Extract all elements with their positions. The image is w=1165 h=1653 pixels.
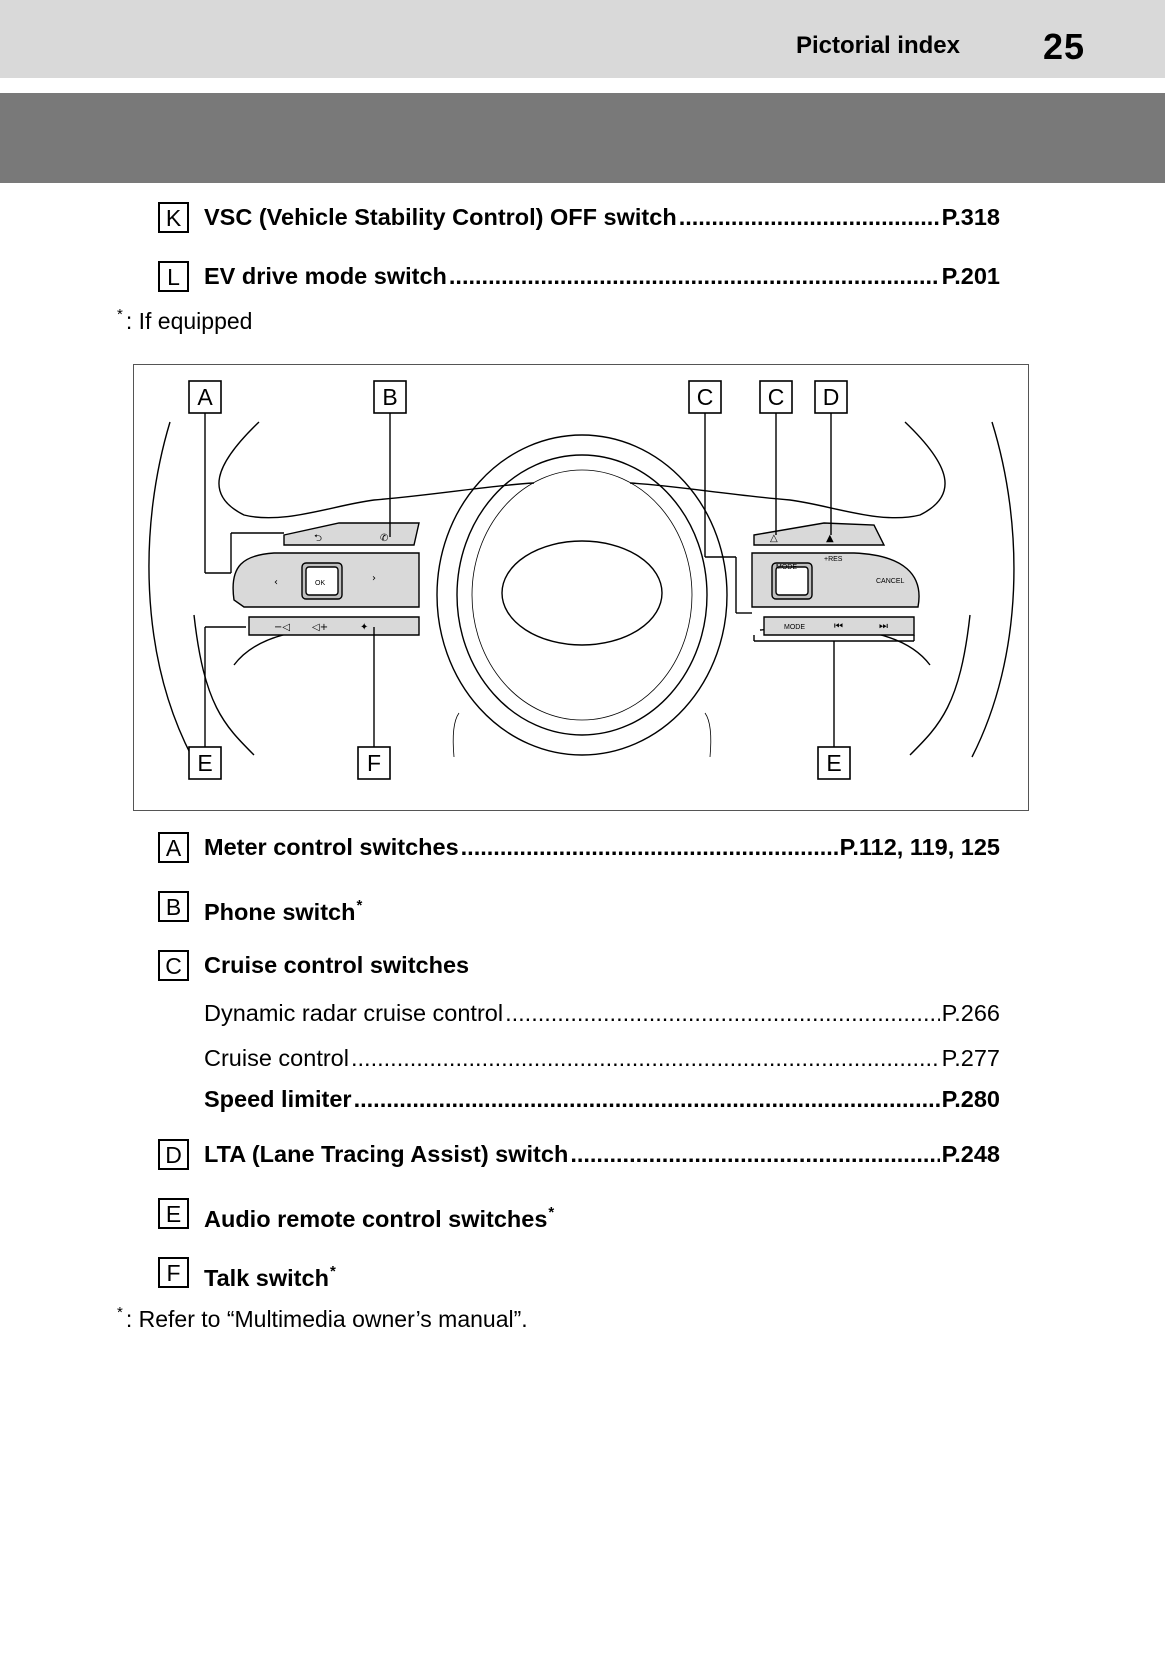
callout-label-e2: E	[826, 750, 841, 776]
callout-box-e1	[188, 746, 222, 780]
footnote-marker: *	[356, 897, 363, 914]
ok-button-label: OK	[315, 580, 325, 587]
entry-label: LTA (Lane Tracing Assist) switch	[204, 1141, 569, 1167]
res-label: +RES	[824, 556, 843, 563]
page-header	[0, 0, 1165, 78]
dot-leader	[679, 202, 940, 232]
entry-letter-badge: C	[158, 950, 189, 981]
entry-label: Talk switch*	[204, 1263, 336, 1291]
header-band	[0, 93, 1165, 183]
wheel-hub	[436, 434, 728, 756]
dot-leader	[449, 261, 940, 291]
callout-label-f: F	[367, 750, 381, 776]
wheel-rim-left	[148, 421, 193, 758]
dot-leader	[570, 1139, 939, 1169]
volume-down-icon: −◁	[274, 622, 290, 633]
index-entry-d: D LTA (Lane Tracing Assist) switch P.248	[158, 1139, 1000, 1173]
callout-label-e1: E	[197, 750, 212, 776]
callout-box-f	[357, 746, 391, 780]
emblem	[501, 540, 663, 646]
entry-label: VSC (Vehicle Stability Control) OFF swit…	[204, 204, 677, 230]
footnote-if-equipped: *: If equipped	[117, 306, 252, 335]
cruise-icon: △	[770, 533, 778, 544]
left-arrow-icon: ‹	[274, 577, 278, 588]
callout-label-c1: C	[697, 384, 714, 410]
footnote-text: : Refer to “Multimedia owner’s manual”.	[125, 1306, 528, 1332]
dot-leader	[351, 1043, 940, 1073]
section-title: Pictorial index	[795, 32, 960, 59]
callout-label-b: B	[382, 384, 397, 410]
page-reference[interactable]: P.201	[941, 263, 1000, 289]
entry-label: Audio remote control switches*	[204, 1204, 555, 1232]
talk-icon: ✦	[360, 622, 368, 633]
volume-up-icon: ◁+	[312, 622, 328, 633]
page-reference[interactable]: P.318	[941, 204, 1000, 230]
page-reference[interactable]: P.277	[941, 1045, 1000, 1071]
index-entry-c: C Cruise control switches	[158, 950, 1000, 984]
dot-leader	[461, 832, 838, 862]
page-reference[interactable]: P.266	[941, 1000, 1000, 1026]
footnote-marker: *	[117, 1304, 123, 1321]
steering-wheel-figure: OK MODE +RES CANCEL MODE ⮌ ✆ ‹ › −◁ ◁+ ✦…	[133, 364, 1029, 811]
footnote-marker: *	[117, 306, 123, 323]
entry-label: Meter control switches	[204, 834, 459, 860]
footnote-text: : If equipped	[125, 308, 253, 334]
wheel-rim-right	[971, 421, 1015, 758]
entry-letter-badge: B	[158, 891, 189, 922]
sub-entry-label: Speed limiter	[204, 1086, 352, 1112]
callout-label-a: A	[197, 384, 213, 410]
right-arrow-icon: ›	[372, 573, 376, 584]
sub-entry-label: Dynamic radar cruise control	[204, 1000, 504, 1026]
footnote-marker: *	[329, 1263, 336, 1280]
entry-label: EV drive mode switch	[204, 263, 447, 289]
entry-label: Phone switch*	[204, 897, 363, 925]
mode-small-label: MODE	[776, 564, 797, 571]
back-icon: ⮌	[314, 533, 322, 544]
footnote-multimedia: *: Refer to “Multimedia owner’s manual”.	[117, 1304, 528, 1333]
footnote-marker: *	[548, 1204, 555, 1221]
cancel-label: CANCEL	[876, 578, 905, 585]
steering-wheel-illustration: OK MODE +RES CANCEL MODE ⮌ ✆ ‹ › −◁ ◁+ ✦…	[148, 380, 1015, 780]
entry-label: Cruise control switches	[204, 952, 470, 978]
page-reference[interactable]: P.112, 119, 125	[839, 834, 1000, 860]
page-number: 25	[1042, 26, 1085, 67]
page-reference[interactable]: P.248	[941, 1141, 1000, 1167]
index-entry-f: F Talk switch*	[158, 1257, 1000, 1291]
callout-box-c2	[759, 380, 793, 414]
callout-box-c1	[688, 380, 722, 414]
callout-box-e2	[817, 746, 851, 780]
mode-label: MODE	[784, 624, 805, 631]
callout-box-b	[373, 380, 407, 414]
entry-letter-badge: D	[158, 1139, 189, 1170]
callout-box-a	[188, 380, 222, 414]
callout-label-c2: C	[768, 384, 785, 410]
previous-track-icon: ⏮	[834, 621, 843, 632]
dot-leader	[505, 998, 940, 1028]
dot-leader	[354, 1084, 940, 1114]
entry-letter-badge: F	[158, 1257, 189, 1288]
next-track-icon: ⏭	[879, 621, 888, 632]
entry-letter-badge: A	[158, 832, 189, 863]
index-entry-e: E Audio remote control switches*	[158, 1198, 1000, 1232]
callout-label-d: D	[823, 384, 840, 410]
entry-letter-badge: L	[158, 261, 189, 292]
phone-icon: ✆	[380, 533, 388, 544]
index-entry-l: L EV drive mode switch P.201	[158, 261, 1000, 295]
entry-letter-badge: K	[158, 202, 189, 233]
callout-box-d	[814, 380, 848, 414]
index-entry-b: B Phone switch*	[158, 891, 1000, 925]
entry-letter-badge: E	[158, 1198, 189, 1229]
lta-icon: ▲	[826, 533, 834, 544]
sub-entry-label: Cruise control	[204, 1045, 349, 1071]
index-entry-k: K VSC (Vehicle Stability Control) OFF sw…	[158, 202, 1000, 236]
index-entry-a: A Meter control switches P.112, 119, 125	[158, 832, 1000, 866]
page-reference[interactable]: P.280	[941, 1086, 1000, 1112]
